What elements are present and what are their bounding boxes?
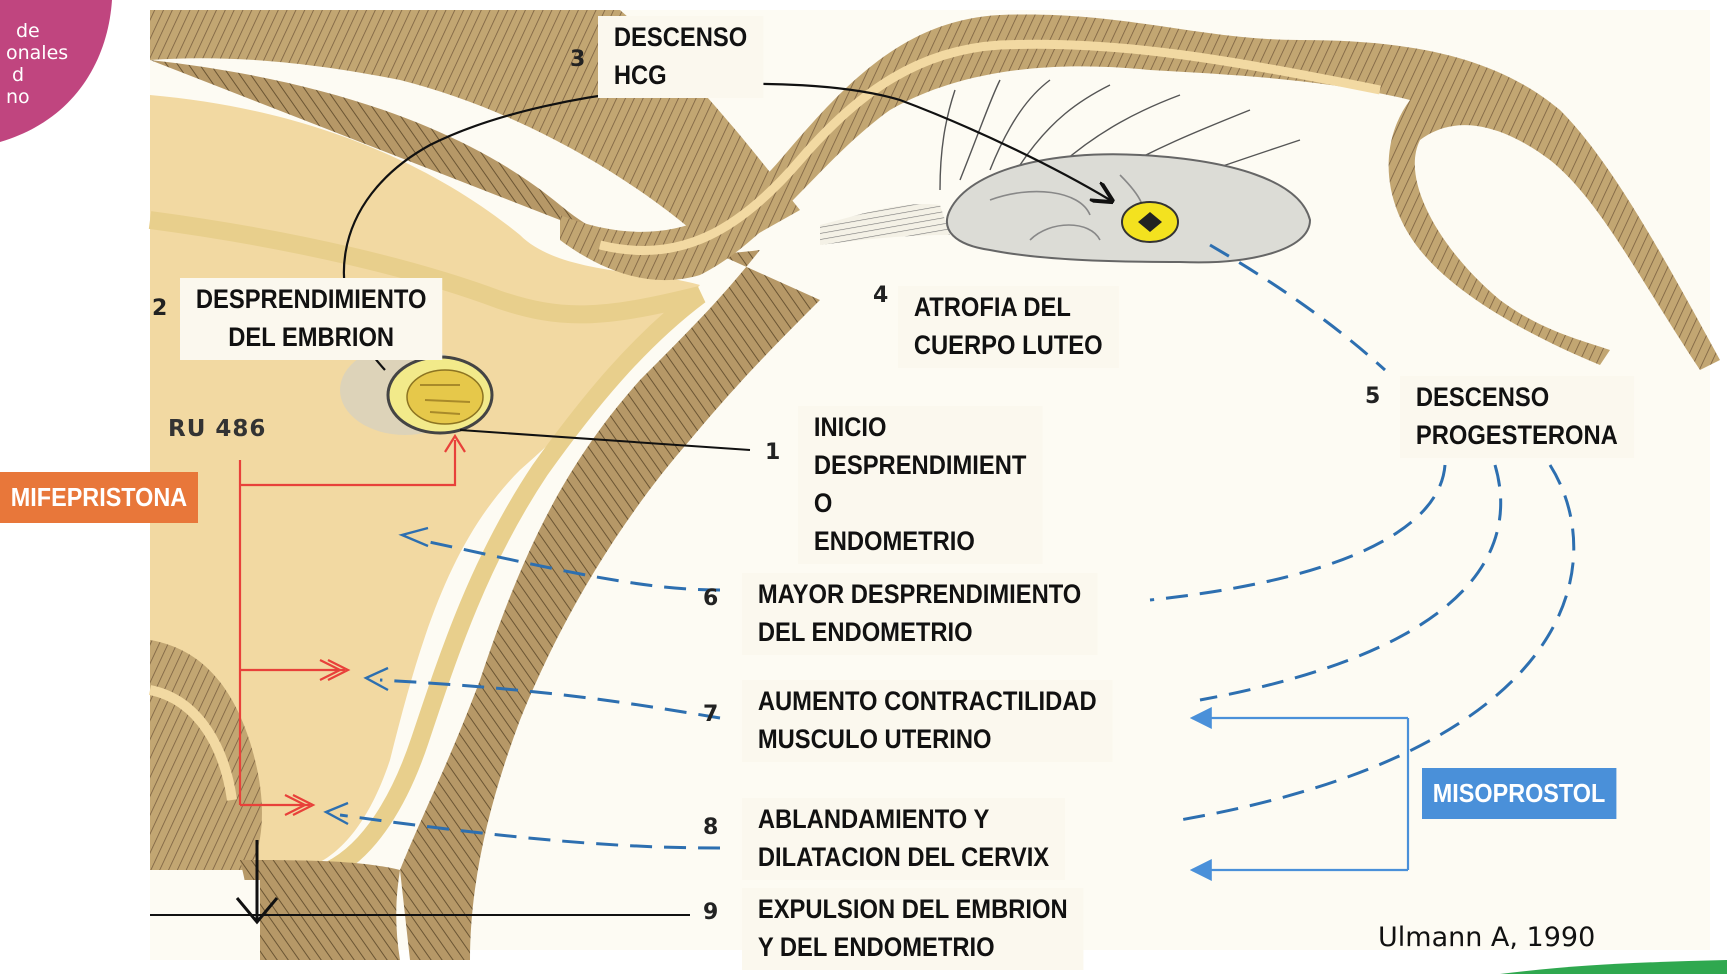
- step-8-line: ABLANDAMIENTO Y: [758, 800, 1049, 838]
- step-3-number: 3: [570, 47, 585, 72]
- cervical-canal: [240, 860, 400, 960]
- step-4-line: ATROFIA DEL: [914, 288, 1103, 326]
- step-5-line: DESCENSO: [1416, 378, 1618, 416]
- step-8-line: DILATACION DEL CERVIX: [758, 838, 1049, 876]
- step-4-label: ATROFIA DEL CUERPO LUTEO: [898, 286, 1118, 368]
- step-6-label: MAYOR DESPRENDIMIENTO DEL ENDOMETRIO: [742, 573, 1097, 655]
- step-2-line: DEL EMBRION: [196, 318, 427, 356]
- step-3-line: DESCENSO: [614, 18, 747, 56]
- step-1-number: 1: [765, 440, 780, 465]
- ru486-label: RU 486: [168, 416, 266, 442]
- step-8-number: 8: [703, 815, 718, 840]
- step-7-line: MUSCULO UTERINO: [758, 720, 1097, 758]
- citation: Ulmann A, 1990: [1378, 922, 1595, 953]
- step-3-label: DESCENSO HCG: [598, 16, 763, 98]
- step-5-label: DESCENSO PROGESTERONA: [1400, 376, 1634, 458]
- step-1-label: INICIO DESPRENDIMIENT O ENDOMETRIO: [798, 406, 1042, 564]
- step-5-number: 5: [1365, 384, 1380, 409]
- step-1-line: ENDOMETRIO: [814, 522, 1027, 560]
- step-1-line: O: [814, 484, 1027, 522]
- step-2-line: DESPRENDIMIENTO: [196, 280, 427, 318]
- step-1-line: INICIO: [814, 408, 1027, 446]
- step-4-number: 4: [873, 283, 888, 308]
- step-6-number: 6: [703, 586, 718, 611]
- step-6-line: MAYOR DESPRENDIMIENTO: [758, 575, 1081, 613]
- step-7-label: AUMENTO CONTRACTILIDAD MUSCULO UTERINO: [742, 680, 1112, 762]
- step-6-line: DEL ENDOMETRIO: [758, 613, 1081, 651]
- step-9-line: Y DEL ENDOMETRIO: [758, 928, 1068, 966]
- step-5-line: PROGESTERONA: [1416, 416, 1618, 454]
- step-4-line: CUERPO LUTEO: [914, 326, 1103, 364]
- step-8-label: ABLANDAMIENTO Y DILATACION DEL CERVIX: [742, 798, 1065, 880]
- step-3-line: HCG: [614, 56, 747, 94]
- step-7-line: AUMENTO CONTRACTILIDAD: [758, 682, 1097, 720]
- step-9-label: EXPULSION DEL EMBRION Y DEL ENDOMETRIO: [742, 888, 1083, 970]
- step-2-label: DESPRENDIMIENTO DEL EMBRION: [180, 278, 442, 360]
- misoprostol-tag: MISOPROSTOL: [1422, 768, 1616, 819]
- mifepristona-tag: MIFEPRISTONA: [0, 472, 198, 523]
- step-2-number: 2: [152, 296, 167, 321]
- step-1-line: DESPRENDIMIENT: [814, 446, 1027, 484]
- step-9-line: EXPULSION DEL EMBRION: [758, 890, 1068, 928]
- accent-stripe: [1500, 960, 1727, 974]
- step-7-number: 7: [703, 702, 718, 727]
- step-9-number: 9: [703, 900, 718, 925]
